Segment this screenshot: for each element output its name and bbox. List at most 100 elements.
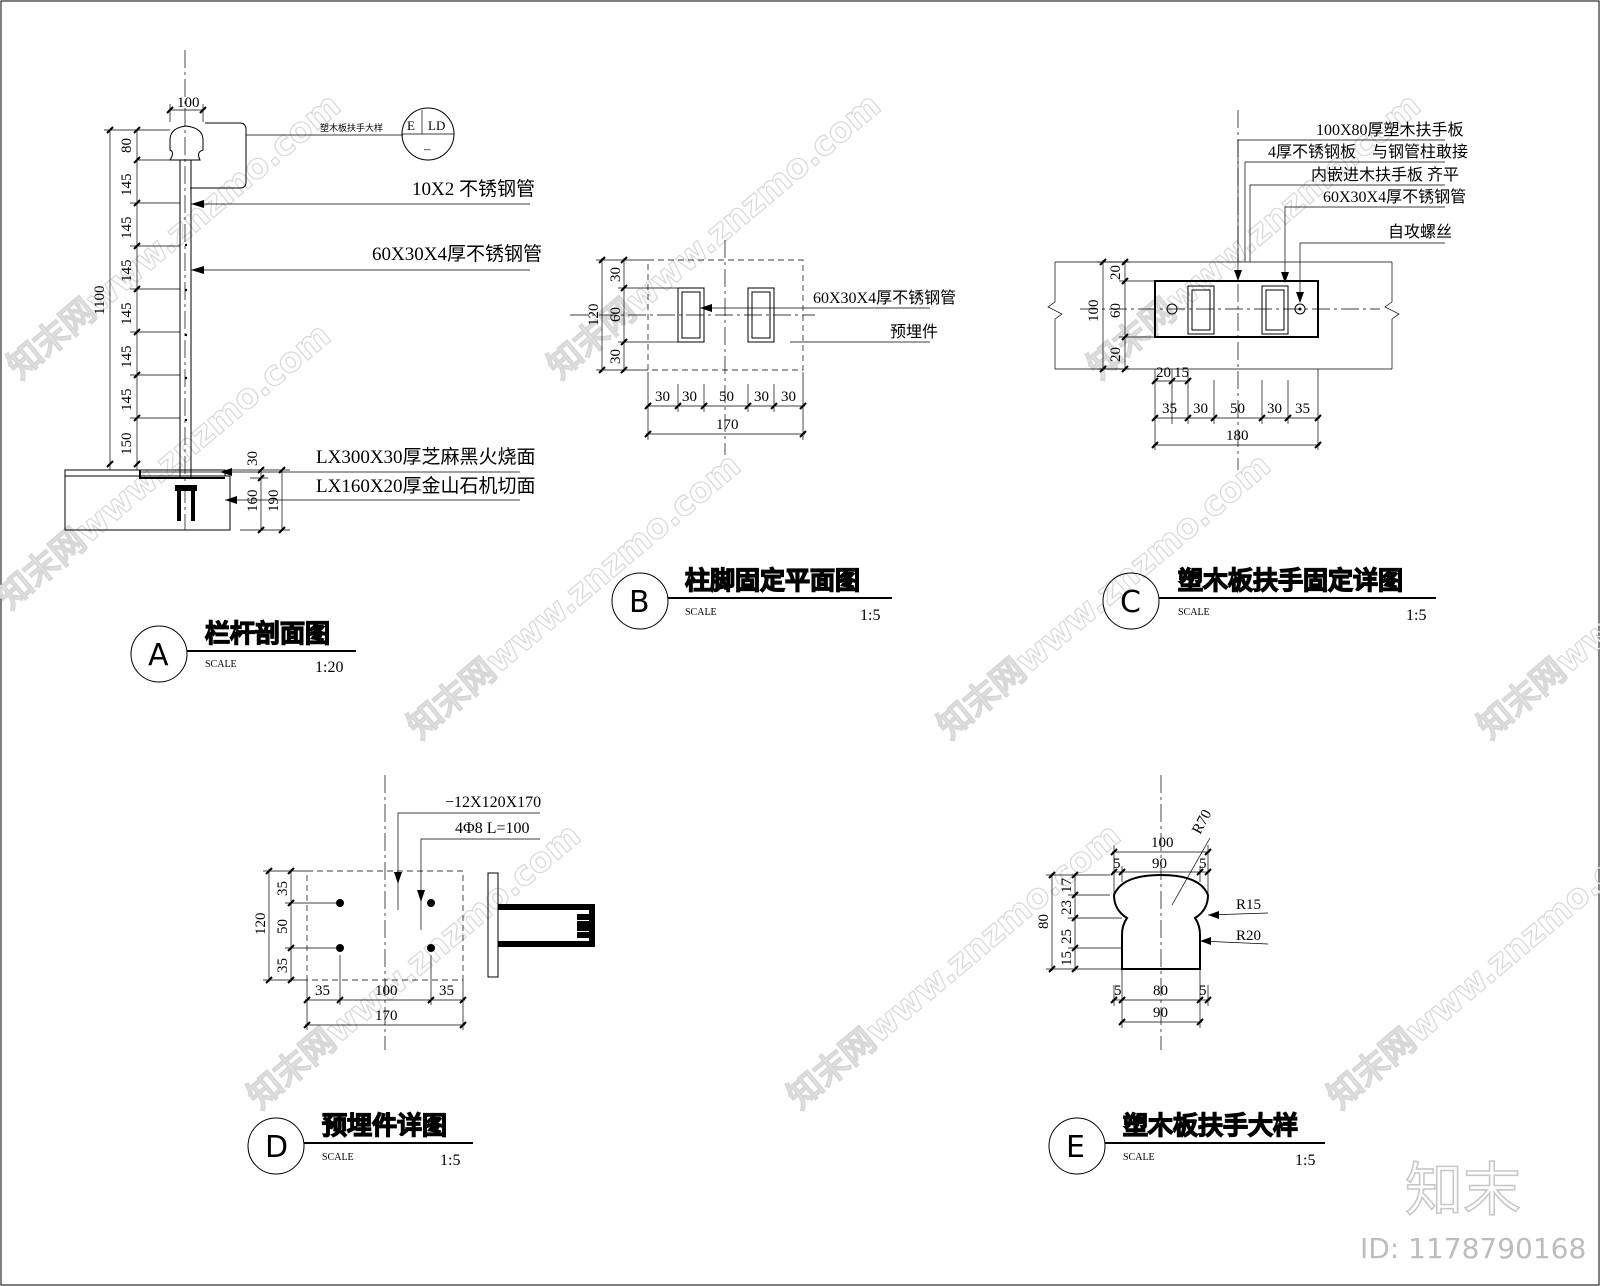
ref-e: E	[407, 118, 415, 133]
dim-v3: 25	[1059, 929, 1075, 944]
dim-h3: 50	[1230, 401, 1245, 417]
note-post: 60X30X4厚不锈钢管	[372, 243, 542, 265]
detail-title: 栏杆剖面图	[205, 619, 330, 648]
note-embed: 预埋件	[890, 323, 938, 341]
watermark-id: ID: 1178790168	[1360, 1232, 1586, 1265]
anchor-bar	[427, 899, 435, 907]
watermark-text: 知末网www.znzmo.com	[930, 445, 1279, 747]
dim-h3: 50	[719, 389, 734, 405]
anchor-bar	[427, 944, 435, 952]
dim-seg-5: 145	[119, 303, 135, 326]
detail-title: 预埋件详图	[322, 1111, 447, 1140]
dim-190: 190	[266, 490, 282, 513]
dim-total-height: 1100	[92, 286, 108, 315]
dim-seg-6: 145	[119, 346, 135, 369]
badge-letter: E	[1066, 1130, 1085, 1165]
ref-dash: –	[423, 141, 431, 156]
detail-title: 柱脚固定平面图	[685, 566, 860, 595]
dim-bot3: 5	[1199, 983, 1207, 999]
dim-v2: 23	[1059, 900, 1075, 915]
dim-v-total: 100	[1086, 300, 1102, 323]
scale-value: 1:5	[1295, 1152, 1315, 1169]
dim-h5: 35	[1295, 401, 1310, 417]
ref-label: 塑木板扶手大样	[320, 122, 383, 133]
handrail-profile	[169, 125, 204, 161]
badge-circle	[130, 625, 188, 683]
break-line-left	[1047, 262, 1063, 369]
detail-a-railing-section: 100	[64, 50, 542, 683]
embed-plate	[175, 485, 197, 491]
detail-title: 塑木板扶手固定详图	[1178, 566, 1403, 595]
leader-r70	[1171, 837, 1211, 906]
scale-value: 1:5	[1406, 607, 1426, 624]
tube-left	[677, 287, 705, 343]
dim-h2: 30	[682, 389, 697, 405]
badge-letter: C	[1120, 585, 1141, 620]
note-plate: −12X120X170	[445, 794, 541, 811]
watermark-text: 知末网www.znzmo.com	[780, 815, 1129, 1117]
dim-h3: 35	[439, 983, 454, 999]
dim-seg-2: 145	[119, 174, 135, 197]
steel-plate	[1154, 280, 1319, 338]
note-c5: 自攻螺丝	[1388, 223, 1452, 241]
scale-value: 1:5	[860, 607, 880, 624]
break-line-right	[1384, 262, 1400, 369]
dim-v1: 30	[608, 267, 624, 282]
detail-e-handrail-profile: 100 5 90 5 R70 R15 R20 17 23 25 15 80	[1036, 775, 1325, 1175]
dim-top2: 15	[1174, 365, 1189, 381]
dim-v-total: 120	[253, 913, 269, 936]
dim-top3: 5	[1199, 856, 1207, 872]
dim-h-total: 180	[1226, 428, 1249, 444]
handrail-section	[1112, 873, 1210, 970]
dim-v1: 17	[1059, 878, 1075, 894]
watermark-text: 知末网www.znzmo.com	[240, 815, 589, 1117]
note-c2: 4厚不锈钢板 与钢管柱敢接	[1268, 143, 1468, 161]
scale-label: SCALE	[1178, 607, 1210, 618]
note-c4: 60X30X4厚不锈钢管	[1323, 188, 1466, 206]
dim-top1: 5	[1113, 856, 1121, 872]
dim-h-total: 170	[375, 1008, 398, 1024]
dim-h2: 100	[375, 983, 398, 999]
dim-h4: 30	[754, 389, 769, 405]
stone-base-layer	[64, 475, 231, 531]
dim-v1: 20	[1108, 265, 1124, 280]
badge-circle	[1102, 572, 1160, 630]
scale-value: 1:5	[440, 1152, 460, 1169]
scale-label: SCALE	[1123, 1152, 1155, 1163]
leader-c2	[1244, 161, 1445, 262]
dim-v2: 60	[608, 307, 624, 322]
note-stone1: LX300X30厚芝麻黑火烧面	[316, 446, 536, 468]
dim-top-total: 100	[1151, 835, 1174, 851]
ref-ld: LD	[428, 118, 445, 133]
dim-seg-4: 145	[119, 260, 135, 283]
note-c3: 内嵌进木扶手板 齐平	[1311, 166, 1459, 184]
dim-v3: 30	[608, 349, 624, 364]
watermark-brand: 知末	[1405, 1156, 1521, 1224]
note-bar: 4Φ8 L=100	[455, 820, 530, 837]
dim-seg-8: 150	[119, 433, 135, 456]
dim-bot-total: 90	[1153, 1005, 1168, 1021]
leader-c4	[1284, 206, 1445, 276]
leader-c3	[1249, 184, 1445, 262]
dim-bot2: 80	[1153, 983, 1168, 999]
badge-letter: D	[265, 1130, 288, 1165]
dim-seg-1: 80	[119, 138, 135, 153]
leader-c1	[1237, 139, 1445, 262]
dim-h4: 30	[1267, 401, 1282, 417]
dim-v3: 20	[1108, 347, 1124, 362]
dim-h5: 30	[781, 389, 796, 405]
scale-label: SCALE	[322, 1152, 354, 1163]
dim-v4: 15	[1059, 951, 1075, 966]
dim-v-total: 120	[586, 304, 602, 327]
dim-top-width: 100	[177, 95, 200, 111]
note-pipe: 60X30X4厚不锈钢管	[813, 289, 956, 307]
dim-seg-7: 145	[119, 389, 135, 412]
scale-label: SCALE	[205, 659, 237, 670]
dim-v1: 35	[275, 881, 291, 896]
anchor-bar	[336, 944, 344, 952]
dim-v-total: 80	[1036, 914, 1052, 929]
tube-left	[1187, 285, 1215, 335]
label-r70: R70	[1189, 807, 1215, 837]
